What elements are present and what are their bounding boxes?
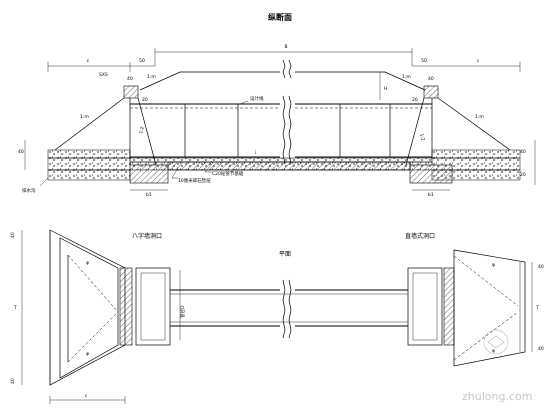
dim-left-40-top: 40 [10,232,16,238]
dim-right-40-bottom: 40 [538,346,544,352]
elevation-view: 纵断面 c 50 B 50 c H 40 40 20 [18,12,536,198]
dim-tiny-left: SXS [99,72,108,78]
gravel-left-bottom [47,169,131,181]
phi-left-top: φ [86,261,89,266]
dim-v20-left: 20 [142,97,148,103]
elevation-dimensions: c 50 B 50 c H 40 40 20 b1 b1 [18,44,536,198]
slope-right-wing: 1:m [475,114,484,120]
dim-b1-right: b1 [428,192,434,198]
plan-left-headwall [119,267,133,346]
plan-view: 平面 八字墙洞口 直墙式洞口 φ φ φ φ [10,229,544,404]
dim-c-right: c [477,59,480,64]
slope-left-wing: 1:m [80,114,89,120]
slope-right-top: 1:m [402,74,411,80]
slope-left-top: 1:m [147,74,156,80]
c20-base-strip [167,161,411,171]
phi-right-top: φ [492,263,495,268]
dim-b1-left: b1 [146,192,152,198]
dim-p40-right: 40 [428,76,434,82]
right-foundation [409,164,453,184]
label-drainage: 排水沟 [22,187,36,194]
pipe-slope-label: i [255,150,256,156]
dim-right-40-top: 40 [538,264,544,270]
dim-h: H [384,86,387,92]
batter-left: 1:2 [138,126,146,135]
dim-c-left: c [87,59,90,64]
batter-right: 1:2 [418,133,426,142]
dim-p40-left: 40 [127,76,133,82]
left-headwall-cap [123,85,139,99]
dim-v20-right: 20 [412,97,418,103]
dim-v20-right2: 20 [520,172,526,178]
dim-d-left: 50 [139,58,145,64]
gravel-right-top [431,149,521,159]
right-headwall-cap [423,85,439,99]
dim-v40-left: 40 [18,149,24,155]
phi-right-bottom: φ [492,349,495,354]
left-foundation [129,164,169,184]
plan-left-title: 八字墙洞口 [132,232,162,240]
dim-side-right: T [535,305,539,311]
plan-right-box [407,267,443,346]
plan-right-headwall [443,267,455,346]
elevation-title: 纵断面 [268,12,292,22]
phi-left-bottom: φ [86,352,89,357]
dim-d-right: 50 [421,58,427,64]
label-c20-base: C20砼管节基础 [212,170,244,177]
design-line-label: 设计线 [250,95,264,102]
dim-pipe-diameter: 管径D [179,305,186,318]
dim-bottom-c: c [85,394,88,399]
watermark: zhulong.com [462,329,532,403]
watermark-text: zhulong.com [462,390,532,403]
plan-left-box [135,267,171,346]
gravel-left-top [47,149,131,159]
label-crushed-stone: 10厘米碎石垫层 [178,177,211,184]
dim-v40-right: 40 [520,149,526,155]
plan-title: 平面 [279,251,291,258]
dim-side-left: T [13,305,17,311]
plan-right-title: 直墙式洞口 [405,232,435,240]
dim-b: B [284,44,287,50]
dim-left-40-bottom: 40 [10,378,16,384]
